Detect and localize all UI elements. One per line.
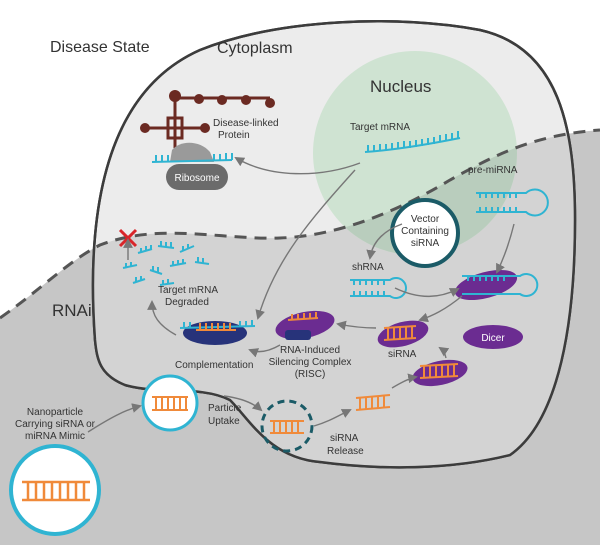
complementation-complex — [183, 321, 247, 345]
disease-linked-protein — [140, 90, 275, 148]
label-rnai: RNAi — [52, 301, 92, 320]
label-nano-line3: miRNA Mimic — [25, 431, 85, 442]
label-ribosome: Ribosome — [174, 173, 219, 184]
vector-containing-sirna — [390, 198, 460, 268]
label-vector-line2: Containing — [401, 226, 449, 237]
nanoparticle-at-membrane — [141, 374, 199, 432]
ribosome — [166, 164, 228, 190]
label-uptake-line2: Uptake — [208, 416, 240, 427]
label-disease-state: Disease State — [50, 39, 150, 56]
label-vector-line3: siRNA — [411, 238, 440, 249]
membrane-nanoparticle-rna — [152, 396, 188, 411]
nanoparticle — [9, 444, 101, 536]
label-sirna: siRNA — [388, 349, 417, 360]
target-mrna-strand — [364, 131, 461, 153]
degraded-mrna-fragments — [122, 241, 210, 286]
pre-mirna-hairpin — [476, 188, 549, 217]
label-nucleus: Nucleus — [370, 77, 431, 96]
loading-sirna — [419, 363, 459, 379]
label-vector-line1: Vector — [411, 214, 440, 225]
endosome-dashed — [260, 399, 314, 453]
label-protein-line1: Disease-linked — [213, 118, 279, 129]
ribosome-mrna — [151, 153, 233, 163]
rnai-boundary-dashed-line — [0, 128, 600, 320]
endosome-rna — [270, 420, 304, 434]
label-target-mrna: Target mRNA — [350, 122, 410, 133]
label-complementation: Complementation — [175, 360, 253, 371]
ribosome-top — [170, 142, 214, 162]
label-risc-line3: (RISC) — [295, 369, 326, 380]
dicer-complex-upper — [454, 269, 518, 301]
shrna-hairpin — [350, 277, 407, 299]
label-pre-mirna: pre-miRNA — [468, 165, 518, 176]
dicer-bound-hairpin — [462, 273, 539, 297]
label-shrna: shRNA — [352, 262, 384, 273]
sirna-duplex — [383, 325, 417, 341]
risc-guide-strand — [287, 312, 319, 321]
nanoparticle-rna — [22, 480, 90, 502]
label-protein-line2: Protein — [218, 130, 250, 141]
released-sirna-1 — [355, 394, 391, 411]
label-dicer: Dicer — [481, 333, 505, 344]
dicer — [463, 325, 523, 349]
risc-base — [285, 330, 311, 340]
label-uptake-line1: Particle — [208, 403, 242, 414]
degradation-cross-icon — [118, 228, 138, 248]
label-cytoplasm: Cytoplasm — [217, 40, 293, 57]
label-release-line1: siRNA — [330, 433, 359, 444]
label-degraded-line1: Target mRNA — [158, 285, 218, 296]
label-risc-line1: RNA-Induced — [280, 345, 340, 356]
label-release-line2: Release — [327, 446, 364, 457]
label-degraded-line2: Degraded — [165, 297, 209, 308]
process-arrows — [87, 157, 515, 433]
label-nano-line2: Carrying siRNA or — [15, 419, 96, 430]
label-nano-line1: Nanoparticle — [27, 407, 84, 418]
complementation-guide — [196, 323, 236, 331]
label-risc-line2: Silencing Complex — [269, 357, 352, 368]
